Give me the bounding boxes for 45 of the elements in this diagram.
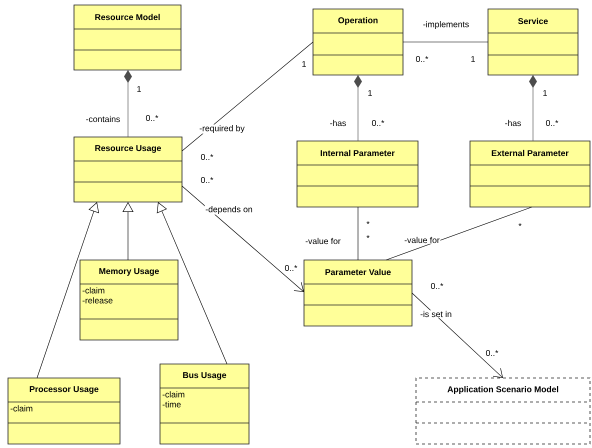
class-box: Operation <box>312 8 404 76</box>
role-label: -has <box>329 119 347 127</box>
connector <box>156 202 228 364</box>
connector <box>386 206 532 260</box>
role-label: -depends on <box>204 205 254 215</box>
connector <box>182 42 314 152</box>
class-box: Resource Usage <box>74 136 182 202</box>
role-label: -has <box>504 119 522 127</box>
multiplicity: 1 <box>301 60 307 68</box>
multiplicity: 0..* <box>284 264 298 272</box>
multiplicity: 0..* <box>371 120 385 127</box>
class-box: Processor Usage -claim <box>8 378 120 444</box>
class-box: Service <box>488 8 578 76</box>
class-box: Bus Usage -claim -time <box>160 364 250 444</box>
multiplicity: 0..* <box>200 176 214 184</box>
multiplicity: 1 <box>367 90 373 96</box>
role-label: -is set in <box>420 310 452 318</box>
multiplicity: 0..* <box>430 282 444 290</box>
multiplicity: 1 <box>136 86 142 92</box>
multiplicity: 1 <box>542 90 548 96</box>
multiplicity: 0..* <box>145 114 159 122</box>
class-box: Internal Parameter <box>296 140 418 208</box>
multiplicity: 1 <box>470 56 476 62</box>
role-label: -contains <box>85 115 121 123</box>
multiplicity: * <box>366 220 370 228</box>
class-box: Parameter Value <box>304 260 412 326</box>
role-label: -required by <box>198 124 246 134</box>
class-box: External Parameter <box>470 140 590 208</box>
role-label: -implements <box>422 20 470 30</box>
multiplicity: 0..* <box>485 350 499 357</box>
connector <box>124 70 132 138</box>
multiplicity: * <box>366 234 370 242</box>
multiplicity: * <box>518 222 522 230</box>
class-box: Resource Model <box>74 4 182 70</box>
role-label: -value for <box>404 236 440 244</box>
multiplicity: 0..* <box>200 154 214 160</box>
class-box: Memory Usage -claim -release <box>80 260 178 340</box>
class-box: Application Scenario Model <box>416 378 590 444</box>
connector <box>354 75 362 142</box>
connector <box>182 186 304 292</box>
role-label: -value for <box>304 237 342 245</box>
connector <box>529 75 537 142</box>
connector <box>412 292 503 378</box>
multiplicity: 0..* <box>415 56 429 63</box>
multiplicity: 0..* <box>545 120 559 127</box>
